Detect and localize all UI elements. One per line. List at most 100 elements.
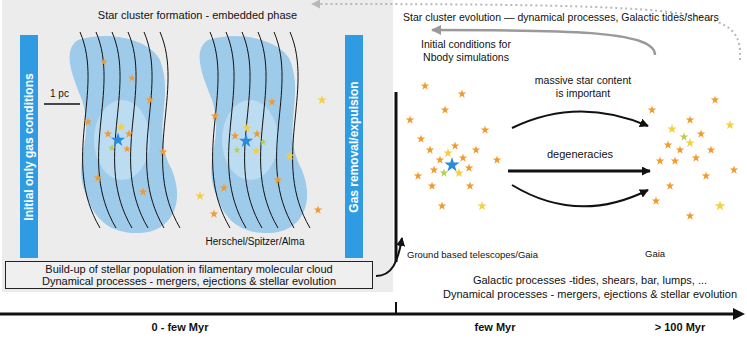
separator-line — [396, 92, 397, 314]
stars — [664, 141, 673, 149]
stars — [686, 212, 695, 220]
filament-lines — [144, 32, 164, 228]
stars — [417, 135, 426, 143]
stage-panel: Star cluster formation - embedded phaseI… — [2, 0, 393, 292]
stars — [211, 112, 220, 120]
evolution-arrows — [512, 111, 648, 128]
stars — [680, 133, 689, 141]
molecular-cloud — [222, 100, 278, 180]
phase-bar: Gas removal/expulsion — [345, 35, 363, 258]
text-label: 1 pc — [50, 88, 69, 100]
stars — [252, 147, 261, 155]
stars — [406, 116, 415, 124]
stars — [139, 188, 148, 196]
stars — [430, 166, 439, 174]
time-label: few Myr — [475, 321, 516, 334]
stars — [108, 144, 116, 151]
stars — [220, 184, 229, 192]
stars — [458, 90, 467, 98]
stars — [711, 96, 720, 104]
box-line: Dynamical processes - mergers, ejections… — [10, 275, 368, 287]
bar-label: Gas removal/expulsion — [347, 81, 361, 212]
separator-line — [395, 92, 398, 262]
evolution-arrows — [376, 238, 402, 276]
text-label: Herschel/Spitzer/Alma — [206, 236, 305, 248]
stars — [314, 206, 323, 214]
stars — [104, 130, 113, 138]
evolution-arrows — [508, 170, 650, 173]
time-label: > 100 Myr — [655, 321, 705, 334]
stars — [268, 98, 277, 106]
stars — [667, 124, 677, 133]
feedback-arrows — [312, 4, 740, 60]
feedback-arrows — [312, 4, 740, 60]
stars — [686, 116, 695, 124]
stars — [94, 174, 103, 182]
stars — [440, 169, 449, 177]
filament-lines — [258, 32, 278, 228]
filament-lines — [242, 32, 262, 228]
stars — [414, 172, 423, 180]
box-line: Build-up of stellar population in filame… — [10, 263, 368, 275]
stars — [116, 122, 126, 131]
stars — [715, 201, 725, 211]
separator-line — [395, 302, 397, 314]
stars — [239, 134, 253, 148]
stars — [123, 145, 131, 152]
stars — [317, 95, 327, 104]
stars — [702, 172, 711, 180]
stars — [441, 106, 450, 114]
stars — [466, 182, 475, 190]
stars — [111, 133, 125, 147]
molecular-cloud — [70, 36, 178, 233]
stars — [472, 146, 481, 154]
stars — [454, 168, 464, 177]
panel-heading: Star cluster formation - embedded phase — [2, 9, 393, 21]
stars — [125, 130, 134, 138]
timeline-arrow — [733, 308, 745, 320]
stars — [676, 146, 685, 154]
stars — [671, 157, 680, 165]
panel-ground — [2, 0, 393, 292]
stars — [465, 164, 474, 172]
filament-lines — [128, 32, 148, 228]
stars — [128, 74, 136, 81]
stars — [253, 130, 262, 138]
stars — [477, 201, 487, 210]
stars — [481, 126, 490, 134]
evolution-arrows — [512, 185, 648, 206]
stars — [707, 146, 716, 154]
filament-lines — [274, 32, 294, 228]
stars — [159, 148, 168, 156]
stars — [652, 197, 661, 205]
stars — [242, 123, 252, 132]
filament-lines — [160, 32, 180, 228]
stars — [84, 118, 93, 126]
text-label: Star cluster evolution — dynamical proce… — [403, 11, 719, 24]
text-label: Dynamical processes - mergers, ejections… — [443, 288, 737, 301]
stars — [285, 151, 295, 160]
filament-lines — [226, 32, 246, 228]
scale-bar — [44, 104, 80, 105]
filament-lines — [210, 32, 230, 228]
stars — [648, 106, 657, 114]
filament-lines — [290, 32, 310, 228]
timeline-arrow — [0, 308, 745, 320]
timeline-arrow — [0, 313, 735, 316]
stars — [656, 157, 665, 165]
stars — [692, 154, 701, 162]
stars — [231, 132, 240, 140]
phase-bar: Initial only gas conditions — [20, 35, 38, 258]
time-label: 0 - few Myr — [152, 321, 209, 334]
stars — [436, 156, 445, 164]
molecular-cloud — [94, 100, 150, 180]
stars — [730, 166, 739, 174]
text-label: Ground based telescopes/Gaia — [407, 249, 538, 260]
stars — [697, 130, 706, 138]
stars — [421, 82, 430, 90]
stars — [426, 146, 435, 154]
stars — [666, 182, 675, 190]
stars — [233, 146, 241, 153]
stars — [84, 58, 739, 220]
molecular-cloud — [200, 36, 308, 233]
